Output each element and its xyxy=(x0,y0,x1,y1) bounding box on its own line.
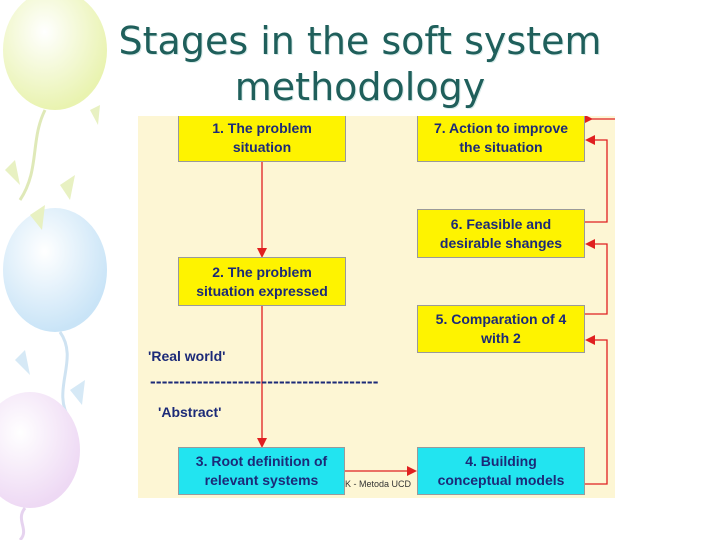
stage-1-box: 1. The problem situation xyxy=(178,116,346,162)
purple-balloon xyxy=(0,392,80,508)
arrow-6-to-7 xyxy=(585,135,608,223)
watermark-text: K - Metoda UCD xyxy=(345,479,412,489)
slide-title: Stages in the soft system methodology xyxy=(118,19,602,109)
stage-7-box: 7. Action to improve the situation xyxy=(417,116,585,162)
connector-arrows xyxy=(257,116,615,485)
stage-4-box: 4. Building conceptual models xyxy=(417,447,585,495)
divider-line: --------------------------------------- xyxy=(150,372,379,391)
stage-5-box: 5. Comparation of 4 with 2 xyxy=(417,305,585,353)
blue-balloon xyxy=(3,208,107,332)
real-world-label: 'Real world' xyxy=(148,348,226,364)
arrow-4-to-5 xyxy=(585,335,608,485)
balloon-string xyxy=(18,507,27,540)
confetti xyxy=(5,105,100,230)
arrow-5-to-6 xyxy=(585,239,608,315)
stage-3-box: 3. Root definition of relevant systems xyxy=(178,447,345,495)
confetti xyxy=(15,350,85,405)
abstract-label: 'Abstract' xyxy=(158,404,222,420)
stage-2-box: 2. The problem situation expressed xyxy=(178,257,346,306)
yellow-balloon xyxy=(3,0,107,110)
balloon-string xyxy=(18,109,47,201)
stage-6-box: 6. Feasible and desirable shanges xyxy=(417,209,585,258)
ssm-diagram: 1. The problem situation 2. The problem … xyxy=(138,116,615,498)
